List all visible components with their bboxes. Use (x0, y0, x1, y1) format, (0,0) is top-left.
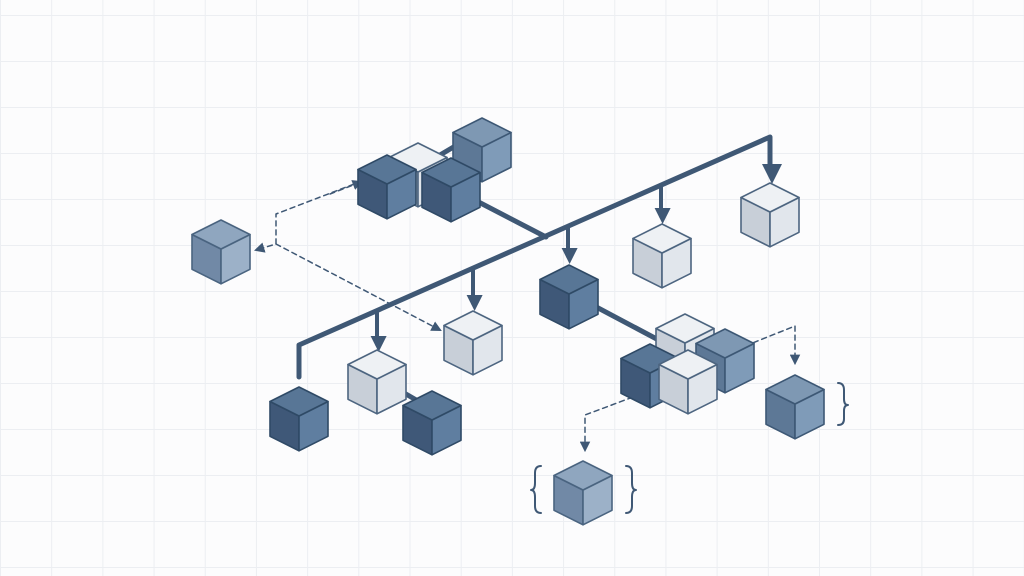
cube-top-face (347, 349, 407, 380)
cube-center-dark (539, 264, 599, 330)
braces (530, 382, 849, 514)
cube-top-face (765, 374, 825, 405)
connectors (253, 134, 801, 453)
center-to-right-cluster-link (582, 298, 671, 348)
cube-top-face (452, 117, 512, 148)
right-brace (625, 465, 637, 514)
cube-top-face (357, 154, 417, 185)
cube-top-face (695, 328, 755, 359)
cube-right-isolated-medium (765, 374, 825, 440)
cube-top-face (191, 219, 251, 250)
cube-bottom-left-dark (269, 386, 329, 452)
cube-left-isolated-pale (191, 219, 251, 285)
cube-right-cluster-front-light (658, 349, 718, 415)
cube-top-cluster-front-dark (421, 157, 481, 223)
dashed-link-right-isolated (744, 325, 801, 366)
right-brace-side (837, 382, 849, 426)
cube-top-face (655, 313, 715, 344)
dashed-link-bottom-isolated (579, 393, 642, 453)
cubes (191, 117, 825, 526)
cube-top-face (740, 182, 800, 213)
cube-top-face (632, 223, 692, 254)
left-brace (530, 465, 542, 514)
cube-top-face (658, 349, 718, 380)
cube-middle-light (443, 310, 503, 376)
main-bus-line (296, 134, 782, 380)
cube-bottom-mid-dark (402, 390, 462, 456)
cube-right-mid-light (632, 223, 692, 289)
dashed-link-to-middle (275, 243, 442, 331)
dashed-link-top-cluster-marker (329, 180, 363, 195)
cube-top-face (553, 460, 613, 491)
cube-bottom-isolated-pale (553, 460, 613, 526)
cube-right-top-light (740, 182, 800, 248)
cube-top-face (269, 386, 329, 417)
cube-top-face (539, 264, 599, 295)
cube-top-cluster-left-dark (357, 154, 417, 220)
cube-top-face (443, 310, 503, 341)
cube-top-face (421, 157, 481, 188)
cube-top-face (402, 390, 462, 421)
cube-bottom-mid-light (347, 349, 407, 415)
dashed-link-top-cluster (253, 180, 363, 253)
